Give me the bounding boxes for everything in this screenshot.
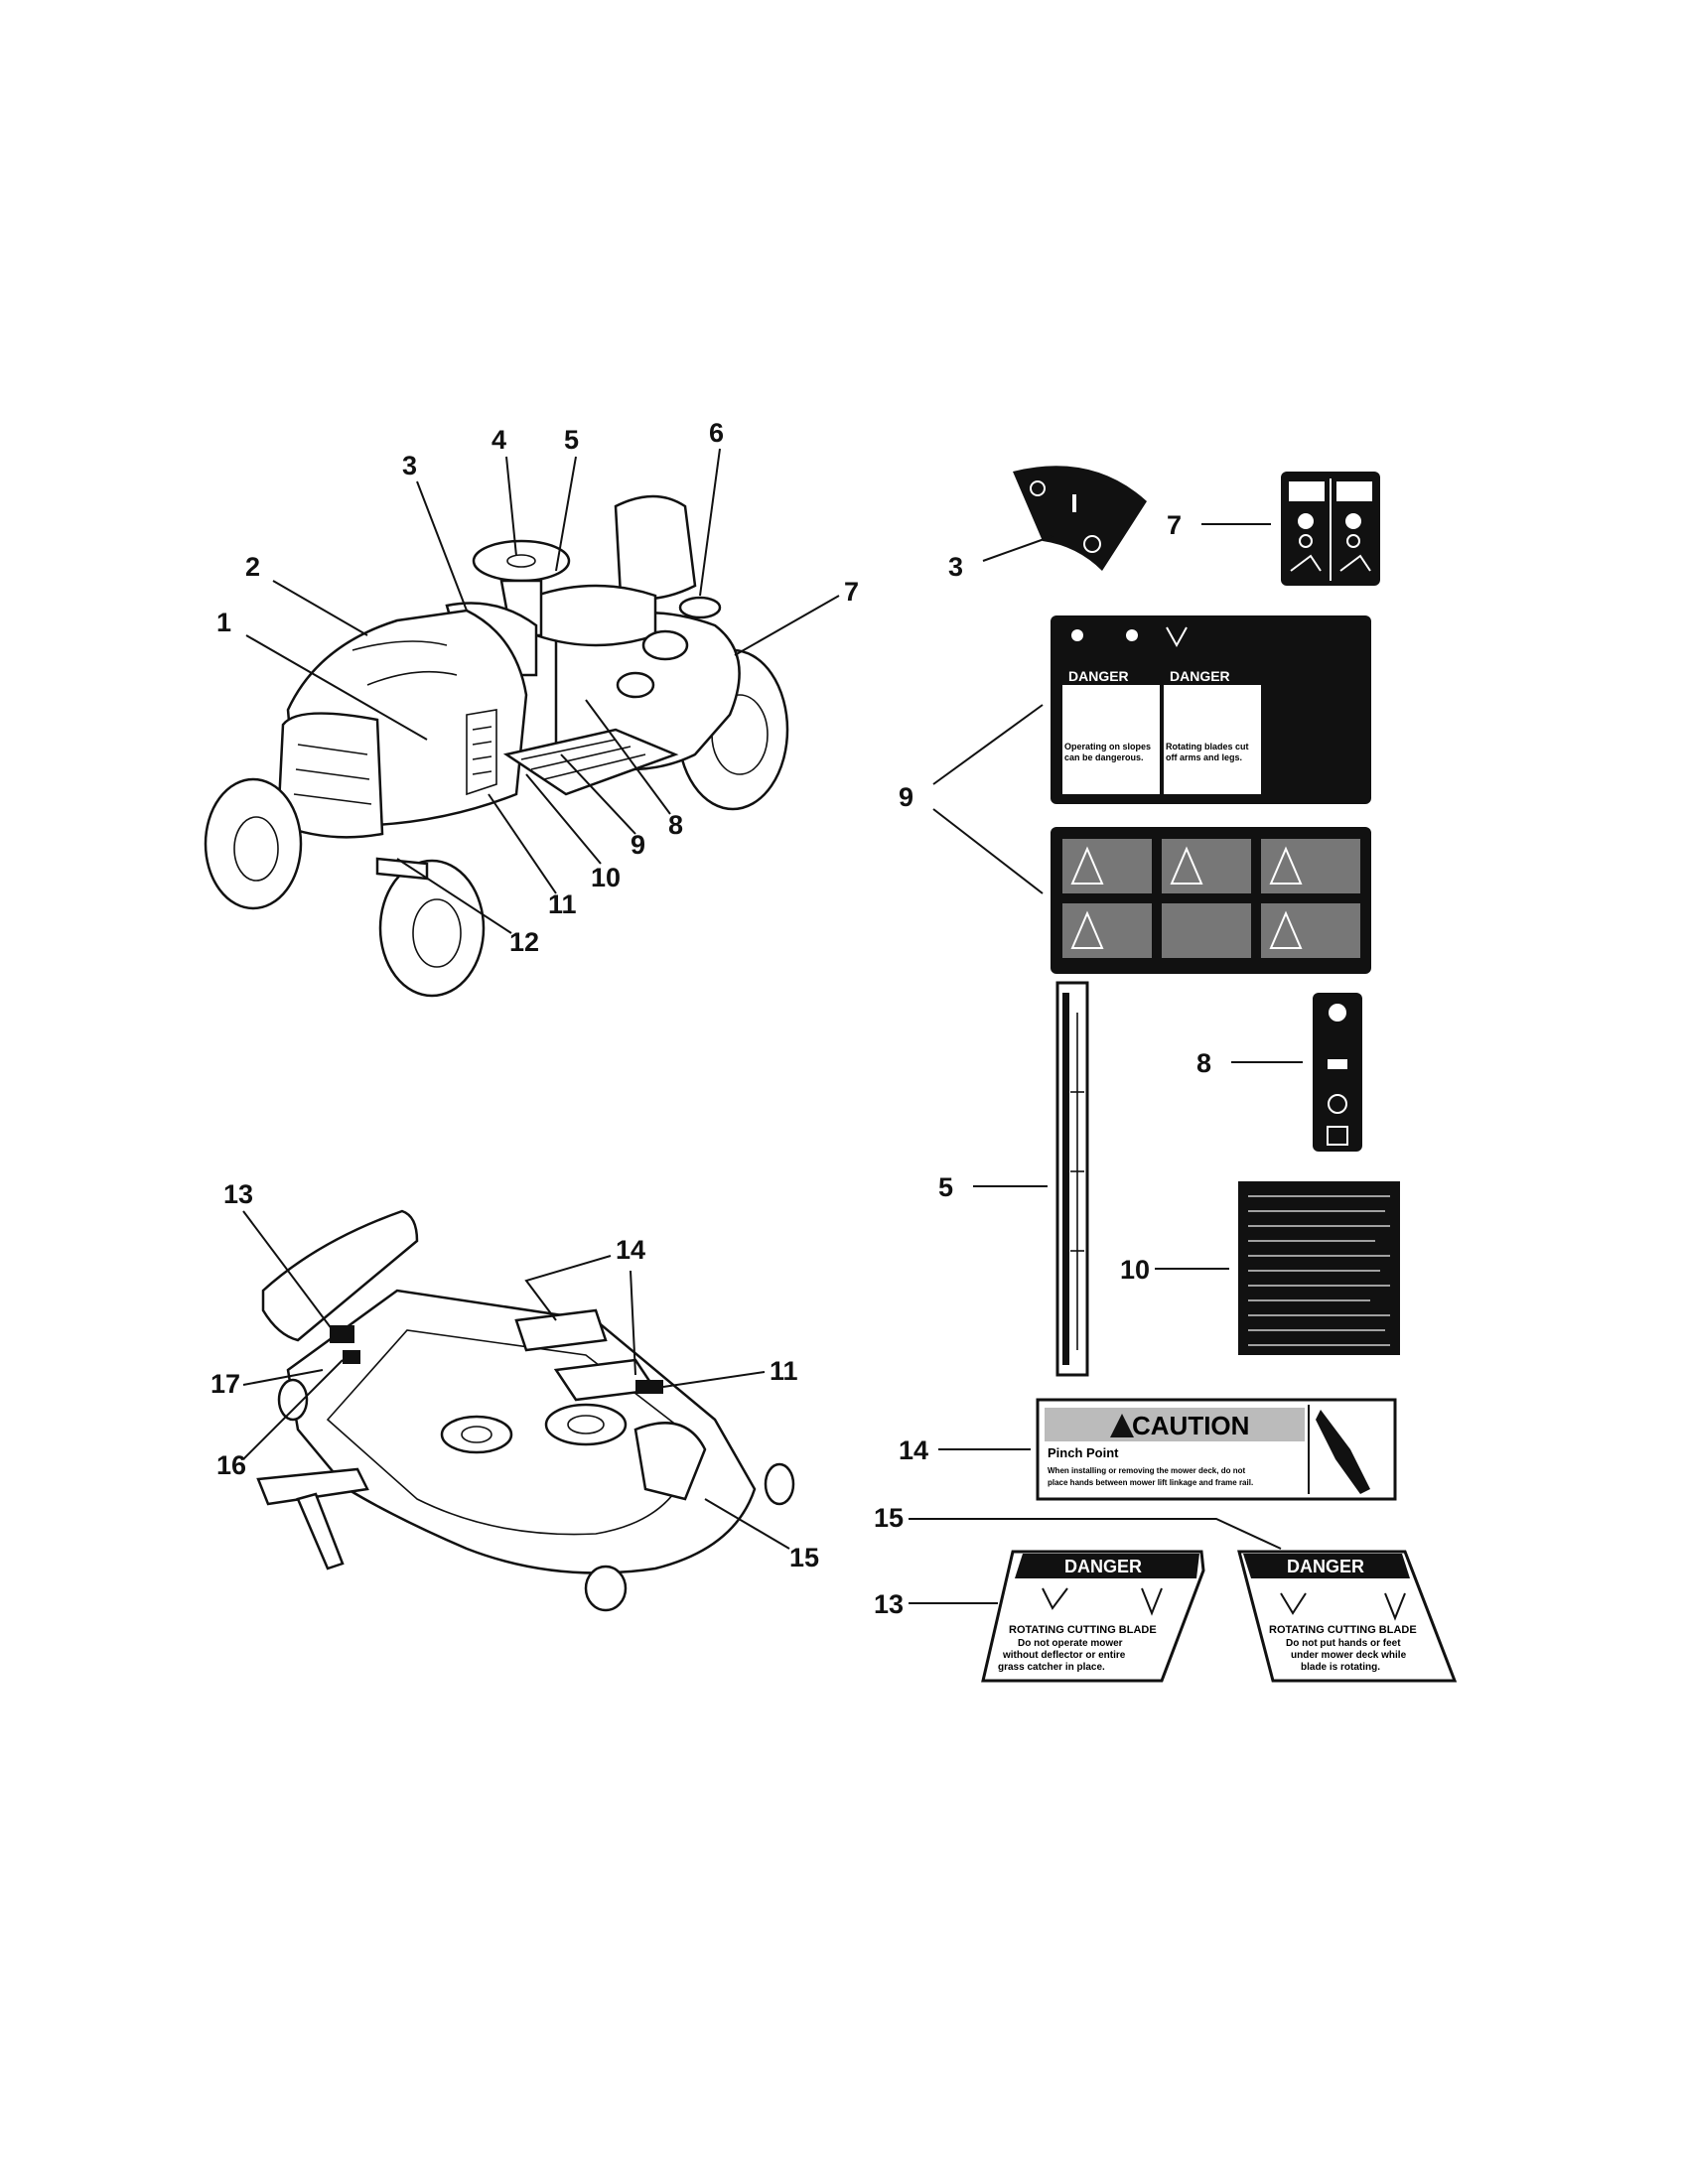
callout-decal-13: 13 [874, 1589, 904, 1619]
callout-tractor-11: 11 [548, 889, 577, 919]
decal-9-icon-panel: 9 [899, 704, 1371, 974]
callout-decal-14: 14 [899, 1435, 928, 1465]
decal-15-danger-hands: DANGER ROTATING CUTTING BLADE Do not put… [874, 1503, 1458, 1683]
tractor-illustration [204, 494, 789, 998]
callout-tractor-10: 10 [591, 863, 621, 892]
decal-5-height-strip: 5 [938, 981, 1089, 1377]
callout-decal-5: 5 [938, 1172, 953, 1202]
callout-tractor-8: 8 [668, 810, 683, 840]
decal-3-ignition: 3 [948, 466, 1147, 582]
callout-tractor-5: 5 [564, 425, 579, 455]
callout-deck-16: 16 [216, 1450, 246, 1480]
decal-7-controls: 7 [1167, 472, 1380, 586]
callout-decal-8: 8 [1196, 1048, 1211, 1078]
tractor-callouts: 1 2 3 4 5 6 7 8 9 10 11 12 [216, 418, 859, 957]
decal-9-danger-label-b: DANGER [1170, 668, 1230, 684]
decal-14-body-1: When installing or removing the mower de… [1048, 1466, 1245, 1475]
decal-9-blades-1: Rotating blades cut [1166, 742, 1249, 751]
callout-deck-14: 14 [616, 1235, 645, 1265]
callout-tractor-9: 9 [631, 830, 645, 860]
mower-deck-illustration [256, 1209, 795, 1612]
decal-9-danger-panel: DANGER DANGER Operating on slopes can be… [1051, 615, 1371, 804]
decal-13-rotating-blade: ROTATING CUTTING BLADE [1009, 1624, 1157, 1636]
callout-deck-17: 17 [210, 1369, 240, 1399]
callout-tractor-4: 4 [491, 425, 506, 455]
callout-tractor-7: 7 [844, 577, 859, 607]
callout-deck-11: 11 [770, 1356, 798, 1386]
decal-13-line-1: Do not operate mower [1018, 1638, 1123, 1649]
decal-15-danger-label: DANGER [1287, 1557, 1364, 1576]
callout-tractor-12: 12 [509, 927, 539, 957]
decal-15-line-1: Do not put hands or feet [1286, 1638, 1401, 1649]
callout-decal-9: 9 [899, 782, 913, 812]
decal-14-caution: CAUTION Pinch Point When installing or r… [899, 1398, 1397, 1501]
decal-9-blades-2: off arms and legs. [1166, 752, 1242, 762]
decal-13-danger-deflector: DANGER ROTATING CUTTING BLADE Do not ope… [874, 1550, 1205, 1683]
decal-14-pinch-point: Pinch Point [1048, 1445, 1119, 1460]
callout-decal-15: 15 [874, 1503, 904, 1533]
callout-tractor-3: 3 [402, 451, 417, 480]
decal-13-line-2: without deflector or entire [1002, 1650, 1126, 1661]
decal-14-caution-label: CAUTION [1132, 1411, 1249, 1440]
decal-15-rotating-blade: ROTATING CUTTING BLADE [1269, 1624, 1417, 1636]
callout-deck-13: 13 [223, 1179, 253, 1209]
decal-9-slopes-2: can be dangerous. [1064, 752, 1144, 762]
callout-decal-7: 7 [1167, 510, 1182, 540]
callout-tractor-6: 6 [709, 418, 724, 448]
decal-9-slopes-1: Operating on slopes [1064, 742, 1151, 751]
decal-10-instructions: 10 [1120, 1181, 1400, 1355]
decal-15-line-2: under mower deck while [1291, 1650, 1407, 1661]
decal-9-danger-label-a: DANGER [1068, 668, 1129, 684]
callout-decal-10: 10 [1120, 1255, 1150, 1285]
decal-14-body-2: place hands between mower lift linkage a… [1048, 1478, 1253, 1487]
decal-8-fuel: 8 [1196, 993, 1362, 1152]
deck-callouts: 13 14 11 17 16 15 [210, 1179, 819, 1572]
decal-13-danger-label: DANGER [1064, 1557, 1142, 1576]
callout-tractor-2: 2 [245, 552, 260, 582]
callout-decal-3: 3 [948, 552, 963, 582]
callout-deck-15: 15 [789, 1543, 819, 1572]
decal-13-line-3: grass catcher in place. [998, 1662, 1105, 1673]
callout-tractor-1: 1 [216, 608, 231, 637]
decal-15-line-3: blade is rotating. [1301, 1662, 1380, 1673]
